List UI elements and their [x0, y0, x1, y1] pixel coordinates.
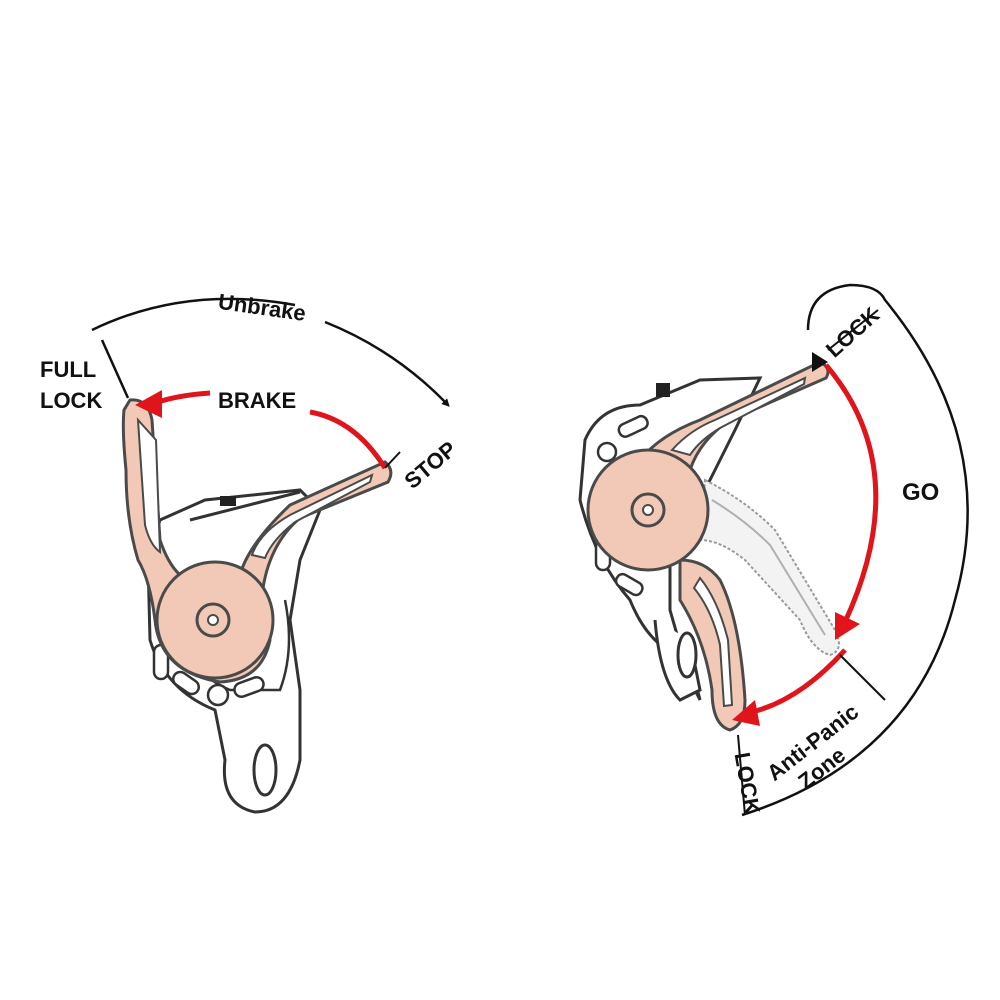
- right-ghost-lever: [698, 478, 840, 657]
- label-lock-bottom: LOCK: [730, 750, 765, 816]
- left-device-slot: [172, 670, 200, 696]
- right-lever-groove: [692, 576, 734, 708]
- unbrake-arc: [91, 297, 296, 332]
- triangle-arrowhead-icon: [135, 390, 162, 418]
- stop-tick: [384, 451, 401, 469]
- range-arc: [741, 283, 969, 817]
- right-device-stud: [656, 383, 670, 397]
- right-device-slot: [617, 414, 649, 438]
- go-arrow: [824, 363, 879, 624]
- right-lever-groove: [670, 376, 807, 457]
- pivot-bolt-icon: [207, 614, 219, 626]
- anti-panic-arrow: [751, 648, 847, 715]
- label-full: FULL: [40, 357, 96, 382]
- right-device-hole: [596, 441, 618, 463]
- left-device: Unbrake FULL LOCK BRAKE STOP: [40, 289, 462, 814]
- full-lock-tick: [100, 339, 130, 399]
- pivot-bolt-icon: [642, 504, 654, 516]
- label-go: GO: [902, 479, 939, 506]
- label-lock-top: LOCK: [821, 302, 884, 362]
- right-device: LOCK GO Anti-Panic Zone LOCK: [578, 283, 969, 817]
- left-lever-groove: [136, 417, 162, 554]
- right-ghost-lever-groove: [711, 499, 826, 636]
- triangle-arrowhead-icon: [812, 352, 828, 372]
- label-stop: STOP: [400, 436, 462, 493]
- left-device-slot: [233, 676, 265, 698]
- anti-panic-divider: [839, 654, 886, 701]
- brake-arrow: [309, 409, 388, 470]
- label-brake: BRAKE: [218, 388, 296, 413]
- lock-top-tick: [827, 309, 879, 351]
- left-device-stud: [220, 496, 236, 506]
- label-unbrake: Unbrake: [217, 289, 308, 326]
- left-device-top-edge: [189, 490, 301, 522]
- left-lever-groove: [250, 473, 374, 560]
- lock-bottom-tick: [737, 734, 746, 816]
- triangle-arrowhead-icon: [835, 612, 860, 640]
- triangle-arrowhead-icon: [732, 700, 760, 726]
- left-device-lower-hole: [206, 683, 230, 707]
- right-device-slot: [614, 572, 644, 597]
- left-device-slot-hole: [252, 743, 278, 797]
- label-lock: LOCK: [40, 388, 102, 413]
- unbrake-arc: [324, 320, 450, 407]
- brake-arrow: [157, 390, 211, 405]
- right-device-slot-hole: [676, 631, 698, 679]
